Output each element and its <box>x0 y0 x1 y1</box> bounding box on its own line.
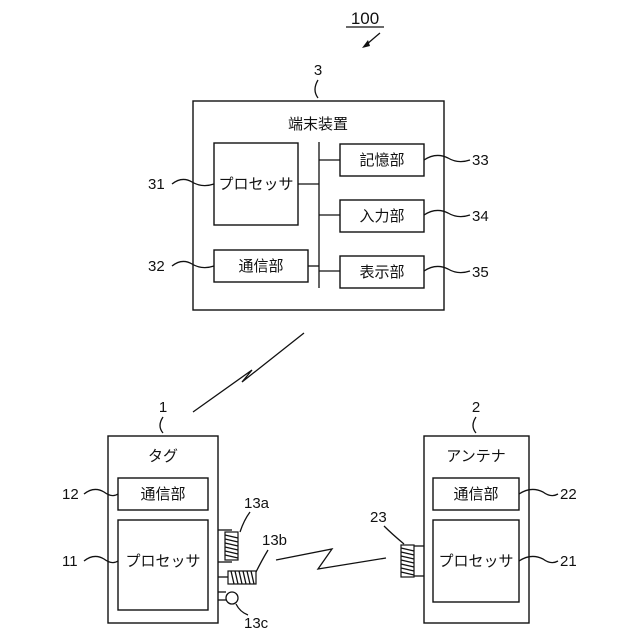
coil-13a-ref: 13a <box>244 495 270 512</box>
coil-23 <box>401 545 424 577</box>
terminal-ref: 3 <box>314 62 322 79</box>
wireless-link-terminal-tag <box>193 333 304 412</box>
figure-ref-arrowhead <box>362 40 370 48</box>
tag-processor-ref: 11 <box>62 553 78 570</box>
coil-13a-leader <box>240 512 250 532</box>
terminal-title: 端末装置 <box>288 115 348 133</box>
figure-ref-label: 100 <box>351 9 379 28</box>
coil-13c-ref: 13c <box>244 615 269 632</box>
terminal-leader <box>315 80 318 98</box>
terminal-comm-ref: 32 <box>148 258 165 275</box>
tag-leader <box>160 417 163 433</box>
tag-comm-label: 通信部 <box>140 485 185 503</box>
coil-23-leader <box>384 526 404 544</box>
antenna-ref: 2 <box>472 399 480 416</box>
terminal-input-label: 入力部 <box>359 207 404 225</box>
terminal-processor-label: プロセッサ <box>218 175 293 193</box>
coil-13c <box>218 592 238 604</box>
wireless-link-tag-antenna <box>276 549 386 569</box>
terminal-display-ref: 35 <box>472 264 489 281</box>
coil-13b-ref: 13b <box>262 532 287 549</box>
terminal-storage-label: 記憶部 <box>359 151 404 169</box>
terminal-storage-ref: 33 <box>472 152 489 169</box>
antenna-comm-label: 通信部 <box>453 485 498 503</box>
tag-ref: 1 <box>159 399 167 416</box>
tag-processor-label: プロセッサ <box>125 552 200 570</box>
antenna-comm-ref: 22 <box>560 486 577 503</box>
antenna-processor-label: プロセッサ <box>438 552 513 570</box>
coil-13c-leader <box>236 604 248 615</box>
coil-13b <box>218 571 256 584</box>
terminal-comm-label: 通信部 <box>238 257 283 275</box>
tag-title: タグ <box>148 447 178 465</box>
antenna-title: アンテナ <box>446 447 505 465</box>
terminal-display-label: 表示部 <box>359 263 404 281</box>
coil-23-ref: 23 <box>370 509 387 526</box>
coil-13a <box>218 530 238 562</box>
terminal-input-ref: 34 <box>472 208 489 225</box>
coil-13b-leader <box>256 550 268 572</box>
antenna-leader <box>473 417 476 433</box>
antenna-processor-ref: 21 <box>560 553 577 570</box>
terminal-processor-ref: 31 <box>148 176 165 193</box>
tag-comm-ref: 12 <box>62 486 79 503</box>
